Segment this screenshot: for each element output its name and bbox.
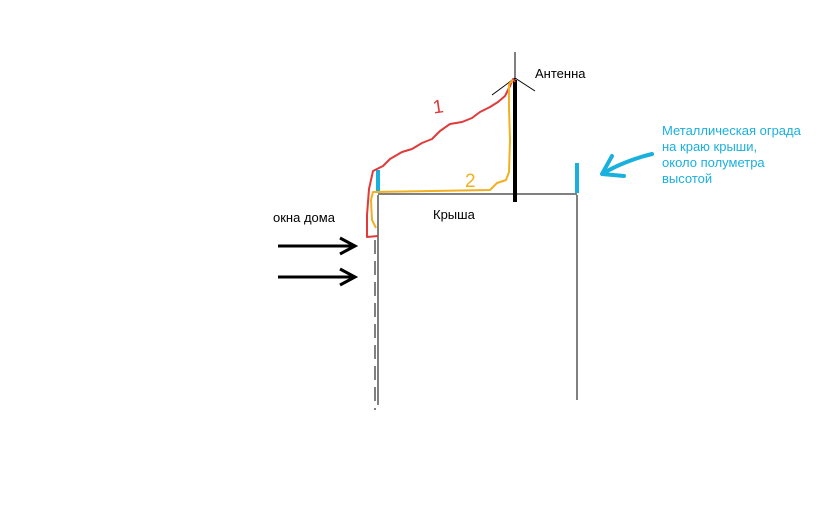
fence-label-line: Металлическая ограда: [662, 123, 801, 138]
cable-path-1: [366, 78, 516, 238]
antenna-label: Антенна: [535, 66, 586, 81]
fence-arrow: [600, 152, 654, 178]
window-arrow-upper: [278, 236, 359, 256]
fence-label-line: около полуметра: [662, 155, 765, 170]
roof-label: Крыша: [433, 207, 475, 222]
windows-label: окна дома: [273, 210, 335, 225]
window-arrow-lower: [278, 267, 359, 287]
antenna-element-right: [514, 77, 536, 92]
fence-label: Металлическая ограда на краю крыши, окол…: [662, 123, 832, 187]
cable-path-2: [370, 79, 514, 229]
fence-label-line: высотой: [662, 171, 713, 186]
path-2-number: 2: [465, 171, 476, 192]
fence-label-line: на краю крыши,: [662, 139, 758, 154]
